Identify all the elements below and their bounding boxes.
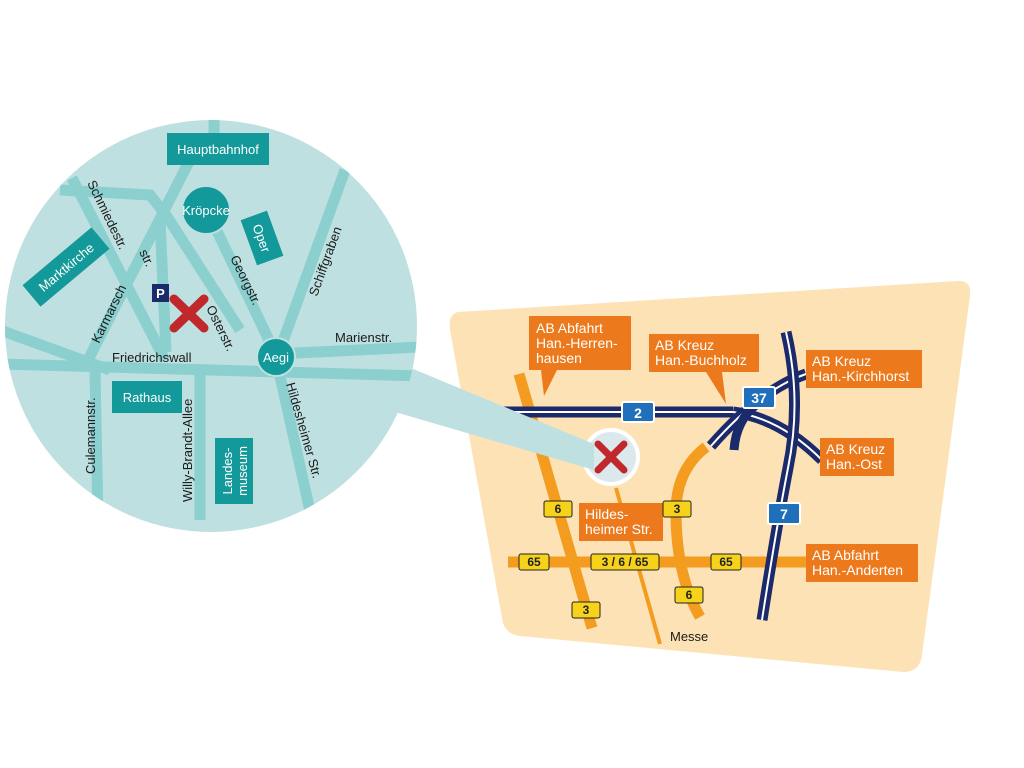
landmark-hauptbahnhof: Hauptbahnhof — [167, 133, 269, 165]
svg-text:Kröpcke: Kröpcke — [182, 203, 230, 218]
street-friedrichswall — [5, 358, 417, 382]
label-messe: Messe — [670, 629, 708, 644]
svg-text:6: 6 — [686, 588, 693, 602]
svg-text:37: 37 — [751, 390, 767, 406]
svg-text:3: 3 — [583, 603, 590, 617]
shield-b65-left: 65 — [518, 553, 550, 571]
shield-b3665: 3 / 6 / 65 — [590, 553, 660, 571]
svg-text:3: 3 — [674, 502, 681, 516]
shield-b6-bottom: 6 — [674, 586, 704, 604]
label-buchholz-line1: AB Kreuz — [655, 337, 714, 353]
shield-a7: 7 — [767, 502, 801, 525]
callout-pointer — [395, 366, 594, 470]
svg-text:Landes-: Landes- — [220, 448, 235, 495]
svg-text:Hauptbahnhof: Hauptbahnhof — [177, 142, 259, 157]
svg-text:65: 65 — [527, 555, 541, 569]
svg-text:7: 7 — [780, 506, 788, 522]
svg-text:museum: museum — [235, 446, 250, 496]
city-map-circle — [5, 120, 417, 532]
label-ost-line1: AB Kreuz — [826, 441, 885, 457]
street-label-culemannstr: Culemannstr. — [83, 397, 98, 474]
label-anderten-line1: AB Abfahrt — [812, 547, 879, 563]
label-hildesheimer-line1: Hildes- — [585, 506, 629, 522]
label-kirchhorst: AB Kreuz Han.-Kirchhorst — [806, 350, 922, 388]
label-kirchhorst-line2: Han.-Kirchhorst — [812, 368, 909, 384]
shield-a37: 37 — [742, 386, 776, 409]
shield-a2: 2 — [621, 401, 655, 423]
svg-text:P: P — [156, 286, 165, 301]
shield-b65-right: 65 — [710, 553, 742, 571]
landmark-landesmuseum: Landes- museum — [215, 438, 253, 504]
street-west — [5, 324, 112, 376]
label-anderten: AB Abfahrt Han.-Anderten — [806, 544, 918, 582]
svg-text:3 / 6 / 65: 3 / 6 / 65 — [602, 555, 649, 569]
label-buchholz-line2: Han.-Buchholz — [655, 352, 747, 368]
shield-b3-top: 3 — [662, 500, 692, 518]
station-aegi: Aegi — [256, 337, 296, 377]
label-kirchhorst-line1: AB Kreuz — [812, 353, 871, 369]
street-culemannstr — [89, 371, 104, 521]
svg-text:6: 6 — [555, 502, 562, 516]
shield-b3-bottom: 3 — [571, 601, 601, 619]
street-schiffgraben — [272, 168, 351, 357]
street-karmarsch — [59, 184, 245, 333]
svg-text:2: 2 — [634, 405, 642, 421]
label-hildesheimer-line2: heimer Str. — [585, 521, 653, 537]
street-label-marienstr: Marienstr. — [335, 330, 392, 345]
street-label-str: str. — [136, 247, 157, 269]
street-marienstr — [275, 341, 417, 360]
label-ost: AB Kreuz Han.-Ost — [820, 438, 894, 476]
street-karmarschstr — [83, 137, 205, 363]
street-schmiedestr — [67, 175, 170, 363]
label-anderten-line2: Han.-Anderten — [812, 562, 903, 578]
city-map: Hauptbahnhof Marktkirche Oper Rathaus La… — [5, 120, 417, 532]
station-kroepcke: Kröpcke — [181, 185, 231, 235]
location-cross-icon — [169, 294, 209, 333]
region-map: AB Abfahrt Han.-Herren- hausen AB Kreuz … — [449, 280, 971, 672]
label-buchholz: AB Kreuz Han.-Buchholz — [649, 334, 759, 404]
street-label-willy-brandt: Willy-Brandt-Allee — [180, 399, 195, 502]
street-hildesheimer — [270, 356, 318, 522]
label-herrenhausen: AB Abfahrt Han.-Herren- hausen — [529, 316, 631, 396]
svg-text:Aegi: Aegi — [263, 350, 289, 365]
shield-b6-top: 6 — [543, 500, 573, 518]
street-label-friedrichswall: Friedrichswall — [112, 350, 192, 365]
svg-text:65: 65 — [719, 555, 733, 569]
label-herrenhausen-line2: Han.-Herren- — [536, 335, 618, 351]
landmark-rathaus: Rathaus — [112, 381, 182, 413]
label-ost-line2: Han.-Ost — [826, 456, 882, 472]
svg-text:Rathaus: Rathaus — [123, 390, 172, 405]
landmark-oper: Oper — [240, 210, 284, 266]
parking-icon: P — [152, 284, 169, 302]
label-herrenhausen-line3: hausen — [536, 350, 582, 366]
street-georgstr — [203, 209, 281, 358]
label-herrenhausen-line1: AB Abfahrt — [536, 320, 603, 336]
label-hildesheimer-str: Hildes- heimer Str. — [579, 503, 663, 541]
